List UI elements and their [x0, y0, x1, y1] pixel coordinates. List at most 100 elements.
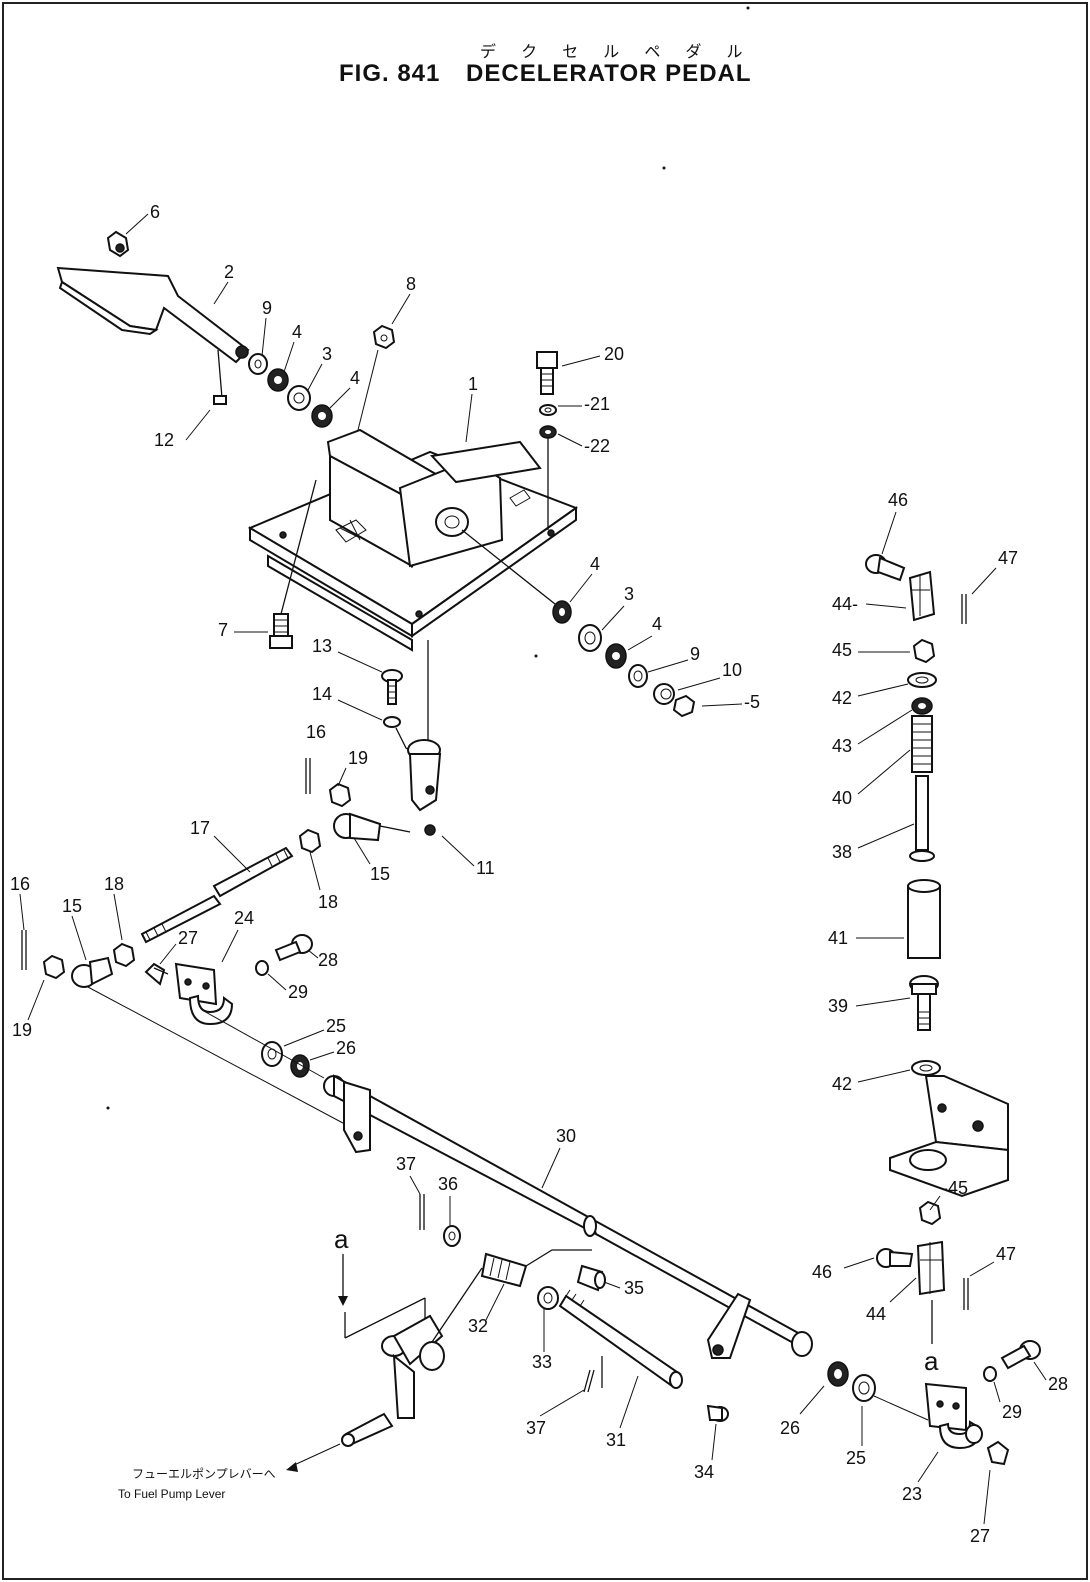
- callout-1: 1: [468, 374, 478, 394]
- bearing-26-right: [827, 1361, 849, 1387]
- callout-25-left: 25: [326, 1016, 346, 1036]
- nut-19-upper: [328, 782, 352, 808]
- callout-43: 43: [832, 736, 852, 756]
- shaft-30: [323, 1074, 813, 1359]
- mounting-bracket: [889, 1075, 1009, 1198]
- washer-33: [537, 1286, 559, 1310]
- assembly-line-left: [85, 985, 357, 1131]
- callout-3-upper: 3: [322, 344, 332, 364]
- washer-29-right: [983, 1366, 997, 1382]
- callout-42-upper: 42: [832, 688, 852, 708]
- callout-26-right: 26: [780, 1418, 800, 1438]
- detail-view-a-left: [286, 1254, 483, 1472]
- callout-32: 32: [468, 1316, 488, 1336]
- callout-36: 36: [438, 1174, 458, 1194]
- washer-9-upper: [248, 353, 268, 375]
- callout-41: 41: [828, 928, 848, 948]
- callout-11: 11: [476, 858, 495, 878]
- callout-27-left: 27: [178, 928, 198, 948]
- callout-18-upper: 18: [318, 892, 338, 912]
- callout-5: -5: [744, 692, 760, 712]
- callout-12: 12: [154, 430, 174, 450]
- figure-title: FIG. 841 DECELERATOR PEDAL: [339, 60, 752, 88]
- bolt-13: [381, 669, 403, 705]
- callout-29-left: 29: [288, 982, 308, 1002]
- callout-37-lower: 37: [526, 1418, 546, 1438]
- callout-7: 7: [218, 620, 228, 640]
- clevis-32: [480, 1249, 592, 1288]
- clevis-44-lower: [916, 1240, 946, 1296]
- bracket-24: [174, 962, 234, 1026]
- scan-speck: [534, 654, 538, 658]
- callout-34: 34: [694, 1462, 714, 1482]
- callout-4-upper-a: 4: [292, 322, 302, 342]
- callout-44-lower: 44: [866, 1304, 886, 1324]
- bolt-27-right: [986, 1440, 1010, 1466]
- pin-47-lower: [963, 1278, 969, 1310]
- clevis-44-upper: [908, 570, 936, 622]
- callout-9-upper: 9: [262, 298, 272, 318]
- washer-22: [539, 425, 557, 439]
- callout-22: -22: [584, 436, 610, 456]
- rod-31: [558, 1289, 683, 1389]
- washer-42-lower: [911, 1060, 941, 1076]
- bolt-39: [909, 975, 939, 1031]
- leader-shaft-right: [461, 529, 561, 609]
- washer-9-right: [628, 664, 648, 688]
- fuel-pump-note-english: To Fuel Pump Lever: [118, 1487, 225, 1501]
- nut-19-lower: [42, 954, 66, 980]
- callout-44-upper: 44-: [832, 594, 858, 614]
- callout-6: 6: [150, 202, 160, 222]
- pin-47-upper: [961, 594, 967, 624]
- bearing-4-upper-b: [311, 404, 333, 428]
- callout-45-upper: 45: [832, 640, 852, 660]
- fuel-pump-note-japanese: フューエルポンプレバーへ: [132, 1467, 276, 1481]
- figure-title-japanese: デ ク セ ル ペ ダ ル: [480, 42, 753, 61]
- washer-21: [539, 404, 557, 416]
- bushing-25-left: [261, 1041, 283, 1067]
- callout-19-lower: 19: [12, 1020, 32, 1040]
- callout-25-right: 25: [846, 1448, 866, 1468]
- bushing-25-right: [852, 1374, 876, 1402]
- cotter-pin-37-upper: [419, 1194, 425, 1230]
- callout-29-right: 29: [1002, 1402, 1022, 1422]
- callout-35: 35: [624, 1278, 644, 1298]
- callout-labels: 6 2 9 4 3 4 8 1 12 20 -21 -22 7: [10, 202, 1068, 1546]
- callout-39: 39: [828, 996, 848, 1016]
- bearing-4-right-a: [552, 600, 572, 624]
- callout-46-upper: 46: [888, 490, 908, 510]
- washer-29-left: [255, 960, 269, 976]
- scan-speck: [106, 1106, 110, 1110]
- callout-4-right-b: 4: [652, 614, 662, 634]
- bearing-4-right-b: [605, 643, 627, 669]
- nut-45-upper: [912, 638, 936, 664]
- callout-14: 14: [312, 684, 332, 704]
- nut-45-lower: [918, 1200, 942, 1226]
- view-marker-a-right: a: [924, 1346, 939, 1376]
- tube-41: [907, 879, 941, 959]
- nut-18-upper: [298, 828, 322, 854]
- pin-34: [706, 1404, 729, 1422]
- callout-4-upper-b: 4: [350, 368, 360, 388]
- callout-40: 40: [832, 788, 852, 808]
- callout-28-right: 28: [1048, 1374, 1068, 1394]
- callout-45-lower: -45: [942, 1178, 968, 1198]
- callout-10: 10: [722, 660, 742, 680]
- bolt-27-left: [144, 962, 169, 986]
- bolt-20: [536, 351, 558, 395]
- pedal-bracket: [247, 428, 579, 652]
- nut-8: [372, 324, 396, 350]
- callout-15-upper: 15: [370, 864, 390, 884]
- callout-8: 8: [406, 274, 416, 294]
- callout-46-lower: 46: [812, 1262, 832, 1282]
- callout-28-left: 28: [318, 950, 338, 970]
- callout-42-lower: 42: [832, 1074, 852, 1094]
- callout-24: 24: [234, 908, 254, 928]
- cotter-pin-37-lower: [583, 1356, 603, 1393]
- callout-30: 30: [556, 1126, 576, 1146]
- washer-43: [911, 697, 933, 715]
- callout-26-left: 26: [336, 1038, 356, 1058]
- bolt-7: [269, 479, 317, 649]
